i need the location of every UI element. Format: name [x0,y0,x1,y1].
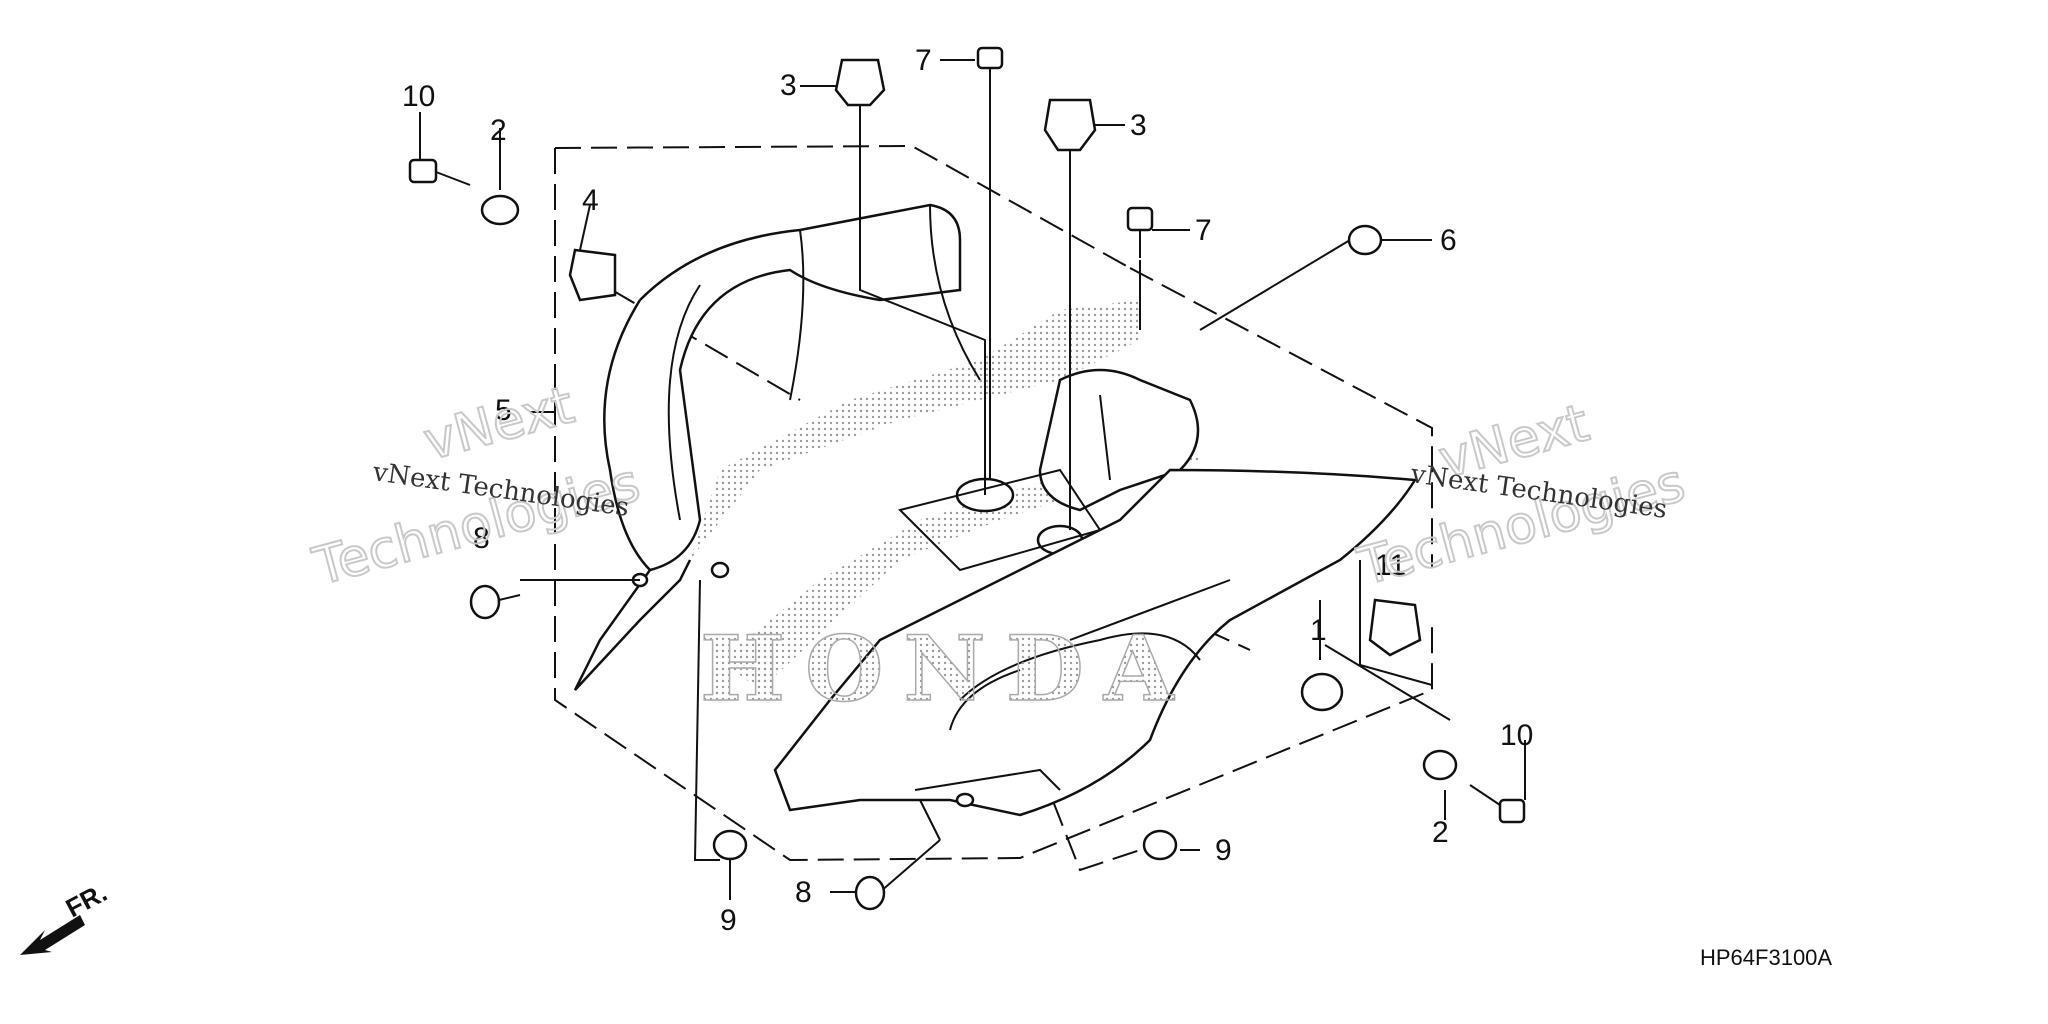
callout-7-top: 7 [915,44,932,77]
callout-10-right: 10 [1500,719,1533,752]
callout-11: 11 [1375,549,1406,582]
callout-5: 5 [495,394,512,427]
callout-3-left: 3 [780,69,797,102]
callout-7-mid: 7 [1195,214,1212,247]
callout-3-right: 3 [1130,109,1147,142]
callout-1: 1 [1310,614,1327,647]
callout-9-left: 9 [720,904,737,937]
callout-6: 6 [1440,224,1457,257]
fr-label: FR. [61,877,112,923]
callout-8-left: 8 [473,522,490,555]
callout-9-right: 9 [1215,834,1232,867]
callout-10-left: 10 [402,80,435,113]
front-direction-arrow: FR. [20,877,112,955]
hardware-parts [408,46,1526,911]
honda-emboss: HONDA [700,616,1194,722]
callout-4: 4 [582,184,599,217]
diagram-code: HP64F3100A [1700,945,1832,970]
callouts: 10 2 4 3 7 3 7 6 5 8 11 1 10 2 9 8 9 [402,44,1533,937]
callout-2-left: 2 [490,114,507,147]
callout-8-bottom: 8 [795,876,812,909]
callout-2-right: 2 [1432,816,1449,849]
rear-fender: HONDA [573,203,1418,817]
leader-lines [419,78,1526,900]
